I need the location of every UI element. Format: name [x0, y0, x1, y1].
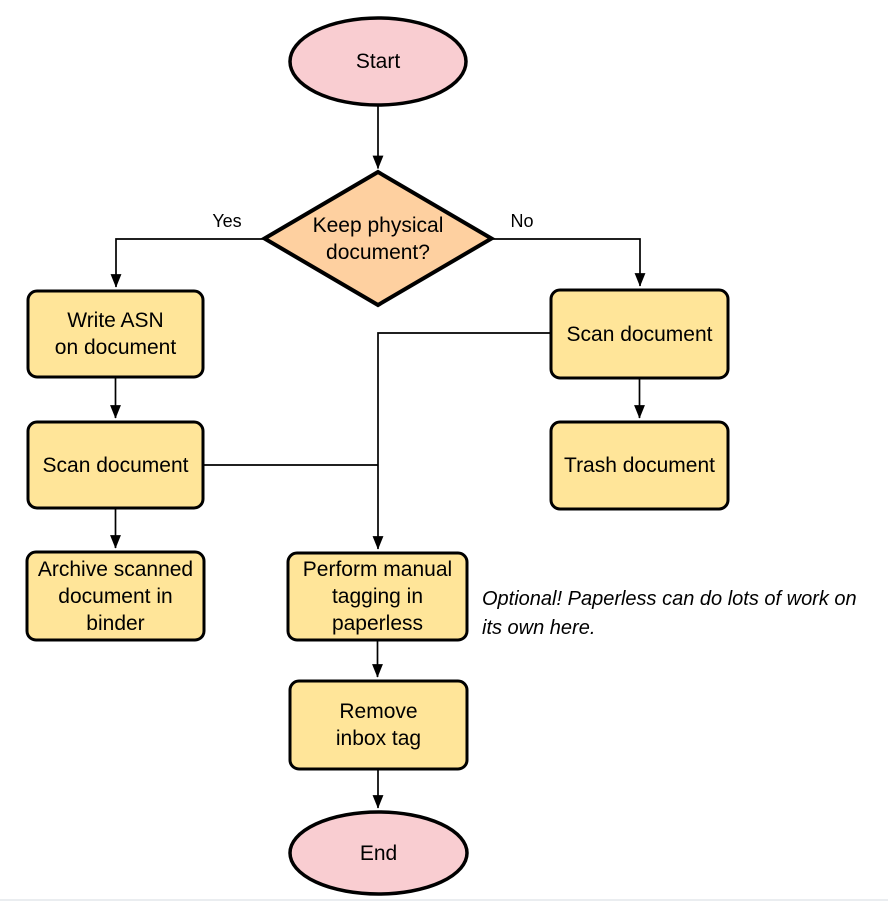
decision-node-shape [260, 169, 496, 308]
node-layer [25, 16, 730, 896]
end-node-shape [288, 810, 469, 896]
trash-node-shape [549, 420, 730, 511]
scan-right-node-shape [549, 288, 730, 380]
edge-layer [110, 105, 646, 809]
write-asn-node-shape [26, 289, 205, 379]
edge-scan-right-to-tagging [372, 332, 551, 550]
remove-inbox-node-shape [288, 679, 469, 771]
archive-node-shape [25, 550, 206, 642]
edge-decision-no-to-scan-right [491, 238, 646, 287]
page-bottom-divider [0, 899, 888, 901]
scan-left-node-shape [26, 420, 205, 510]
tagging-node-shape [286, 551, 469, 642]
edge-decision-yes-to-write-asn [110, 238, 265, 288]
start-node-shape [288, 16, 468, 107]
annotation-note: Optional! Paperless can do lots of work … [482, 588, 857, 639]
